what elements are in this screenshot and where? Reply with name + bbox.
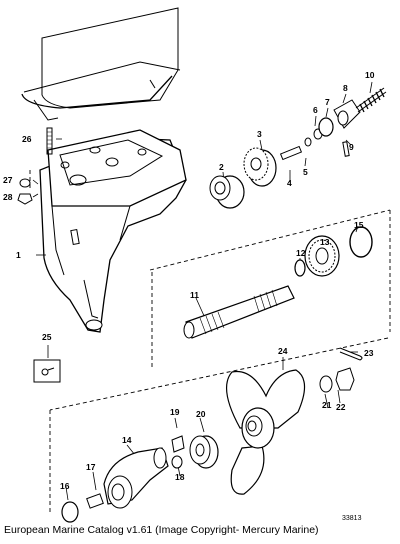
- callout-17: 17: [86, 462, 96, 472]
- gearcase-housing: [39, 129, 187, 333]
- callout-14: 14: [122, 435, 132, 445]
- shift-pin: [279, 128, 323, 161]
- callout-28: 28: [3, 192, 13, 202]
- callout-27: 27: [3, 175, 13, 185]
- bearing-carrier: [103, 447, 169, 509]
- callout-6: 6: [313, 105, 318, 115]
- callout-8: 8: [343, 83, 348, 93]
- bushing: [318, 99, 361, 137]
- callout-9: 9: [349, 142, 354, 152]
- figure-number: 33813: [342, 515, 362, 522]
- prop-washer: [319, 375, 333, 393]
- callout-13: 13: [320, 237, 330, 247]
- callout-26: 26: [22, 134, 32, 144]
- spring: [355, 87, 387, 113]
- callout-18: 18: [175, 472, 185, 482]
- prop-nut: [335, 367, 355, 391]
- forward-gear: [304, 235, 340, 277]
- thrust-hub: [189, 435, 219, 469]
- callout-20: 20: [196, 409, 206, 419]
- callout-10: 10: [365, 70, 375, 80]
- group-boundaries: [29, 170, 391, 515]
- fitting: [171, 435, 185, 453]
- propeller: [225, 369, 306, 495]
- callout-1: 1: [16, 250, 21, 260]
- callout-2: 2: [219, 162, 224, 172]
- small-washer: [171, 455, 183, 469]
- callout-11: 11: [190, 290, 199, 300]
- catalog-caption: European Marine Catalog v1.61 (Image Cop…: [4, 524, 319, 536]
- washer: [19, 178, 31, 188]
- callout-4: 4: [287, 178, 292, 188]
- nut: [17, 193, 33, 205]
- callout-22: 22: [336, 402, 346, 412]
- callout-24: 24: [278, 346, 288, 356]
- bearing: [209, 175, 245, 209]
- anode-box: [33, 359, 61, 383]
- o-ring: [349, 226, 373, 258]
- driveshaft-housing: [21, 7, 181, 121]
- callout-16: 16: [60, 481, 70, 491]
- propeller-shaft: [183, 285, 295, 339]
- callout-21: 21: [322, 400, 332, 410]
- callout-labels: 1 2 3 4 5 6 7 8 9 10 11 12 13 14 15 16 1…: [3, 70, 375, 491]
- callout-15: 15: [354, 220, 364, 230]
- callout-23: 23: [364, 348, 374, 358]
- thrust-washer: [294, 259, 306, 277]
- seal: [61, 501, 79, 523]
- callout-25: 25: [42, 332, 52, 342]
- callout-7: 7: [325, 97, 330, 107]
- callout-3: 3: [257, 129, 262, 139]
- callout-12: 12: [296, 248, 306, 258]
- pinion-gear: [243, 147, 277, 187]
- cotter-pin: [339, 347, 363, 361]
- retaining-pin: [342, 141, 350, 157]
- callout-19: 19: [170, 407, 180, 417]
- carrier-bushing: [86, 493, 104, 509]
- callout-5: 5: [303, 167, 308, 177]
- stud: [46, 127, 53, 155]
